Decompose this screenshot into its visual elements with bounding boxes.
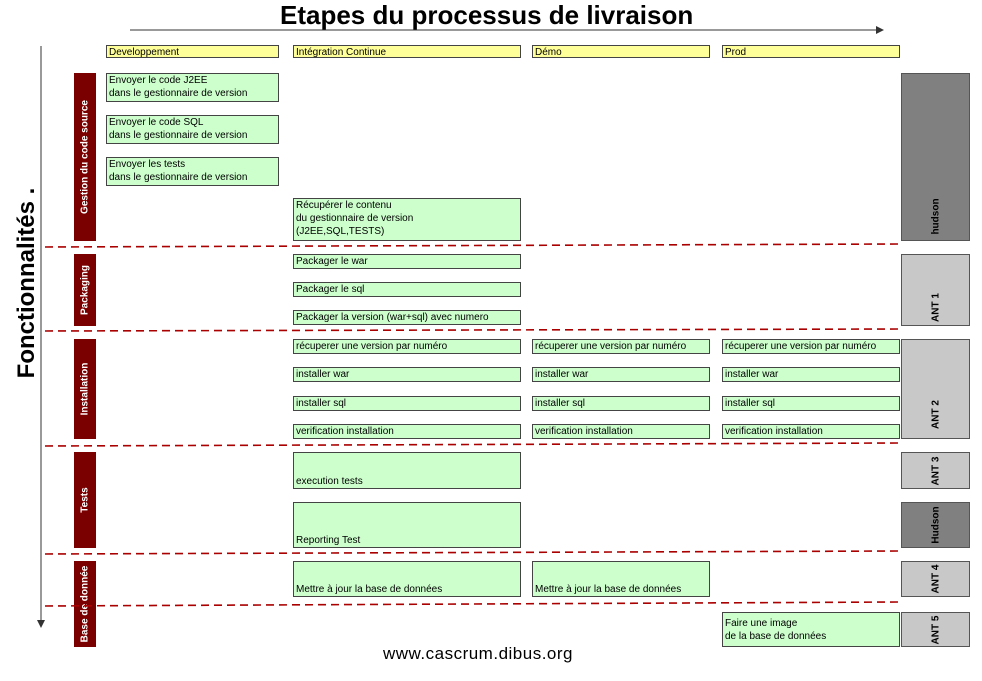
- tool-label: ANT 4: [930, 564, 941, 594]
- task-execution-tests: execution tests: [293, 452, 521, 489]
- separator-line: [44, 550, 901, 555]
- task-installer-war-ic: installer war: [293, 367, 521, 382]
- task-maj-base-demo: Mettre à jour la base de données: [532, 561, 710, 597]
- tool-label: ANT 3: [930, 456, 941, 485]
- stage-demo: Démo: [532, 45, 710, 58]
- category-tests: Tests: [74, 452, 96, 548]
- separator-line: [44, 601, 901, 607]
- category-base-de-donnees: Base de donnée: [74, 561, 96, 647]
- task-text: Mettre à jour la base de données: [535, 584, 682, 595]
- y-axis-arrowhead: [37, 620, 45, 628]
- stage-developpement: Developpement: [106, 45, 279, 58]
- x-axis-arrowhead: [876, 26, 884, 34]
- category-packaging: Packaging: [74, 254, 96, 326]
- separator-line: [44, 243, 901, 248]
- task-envoyer-code-j2ee: Envoyer le code J2EE dans le gestionnair…: [106, 73, 279, 102]
- task-packager-war: Packager le war: [293, 254, 521, 269]
- task-installer-war-demo: installer war: [532, 367, 710, 382]
- task-verification-prod: verification installation: [722, 424, 900, 439]
- task-text: Mettre à jour la base de données: [296, 584, 443, 595]
- task-installer-sql-demo: installer sql: [532, 396, 710, 411]
- tool-ant-2: ANT 2: [901, 339, 970, 439]
- task-envoyer-tests: Envoyer les tests dans le gestionnaire d…: [106, 157, 279, 186]
- stage-integration-continue: Intégration Continue: [293, 45, 521, 58]
- tool-ant-5: ANT 5: [901, 612, 970, 647]
- tool-ant-3: ANT 3: [901, 452, 970, 489]
- separator-line: [44, 442, 901, 447]
- tool-hudson: hudson: [901, 73, 970, 241]
- task-installer-sql-prod: installer sql: [722, 396, 900, 411]
- task-recuperer-version-ic: récuperer une version par numéro: [293, 339, 521, 354]
- task-text: Reporting Test: [296, 535, 361, 546]
- task-recuperer-contenu: Récupérer le contenu du gestionnaire de …: [293, 198, 521, 241]
- footer-url: www.cascrum.dibus.org: [383, 644, 574, 663]
- tool-label: ANT 5: [930, 615, 941, 644]
- task-installer-war-prod: installer war: [722, 367, 900, 382]
- category-installation: Installation: [74, 339, 96, 439]
- task-maj-base-ic: Mettre à jour la base de données: [293, 561, 521, 597]
- stage-prod: Prod: [722, 45, 900, 58]
- tool-label: hudson: [930, 198, 941, 235]
- task-installer-sql-ic: installer sql: [293, 396, 521, 411]
- task-recuperer-version-demo: récuperer une version par numéro: [532, 339, 710, 354]
- tool-label: ANT 2: [930, 400, 941, 429]
- diagram-title: Etapes du processus de livraison: [280, 0, 694, 30]
- tool-ant-1: ANT 1: [901, 254, 970, 326]
- task-packager-version: Packager la version (war+sql) avec numer…: [293, 310, 521, 325]
- task-recuperer-version-prod: récuperer une version par numéro: [722, 339, 900, 354]
- task-verification-ic: verification installation: [293, 424, 521, 439]
- task-text: execution tests: [296, 476, 363, 487]
- task-reporting-test: Reporting Test: [293, 502, 521, 548]
- task-image-base-prod: Faire une image de la base de données: [722, 612, 900, 647]
- category-gestion-code-source: Gestion du code source: [74, 73, 96, 241]
- task-envoyer-code-sql: Envoyer le code SQL dans le gestionnaire…: [106, 115, 279, 144]
- tool-ant-4: ANT 4: [901, 561, 970, 597]
- tool-hudson-tests: Hudson: [901, 502, 970, 548]
- task-packager-sql: Packager le sql: [293, 282, 521, 297]
- separator-line: [44, 328, 901, 332]
- task-verification-demo: verification installation: [532, 424, 710, 439]
- tool-label: ANT 1: [930, 293, 941, 322]
- tool-label: Hudson: [930, 506, 941, 544]
